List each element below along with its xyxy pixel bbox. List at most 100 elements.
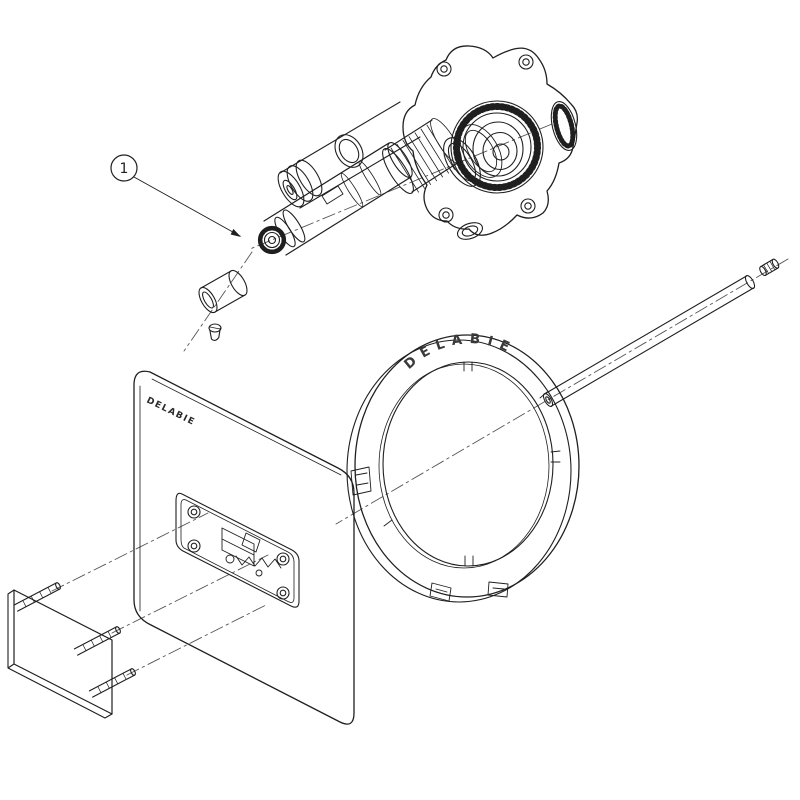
sleeve-end-left bbox=[198, 286, 218, 314]
cartridge-collar-2 bbox=[282, 209, 306, 243]
valve-seat-bore bbox=[492, 143, 510, 161]
ring-outer-back bbox=[346, 339, 572, 603]
ring-brand: DELABIE bbox=[401, 331, 518, 373]
spacer-sleeve bbox=[198, 269, 248, 314]
center-lines bbox=[51, 123, 789, 676]
ring-inner-back bbox=[378, 363, 550, 569]
set-screw-body bbox=[209, 327, 221, 341]
axis-pin-2 bbox=[111, 554, 269, 634]
callout-circle bbox=[110, 154, 138, 182]
valve-knurled-cap bbox=[550, 101, 578, 151]
axis-sleeve-screw bbox=[183, 251, 253, 352]
valve-seat-outer bbox=[472, 121, 524, 177]
cutout-hole-br-bore bbox=[279, 589, 287, 597]
sleeve-edges bbox=[200, 270, 246, 313]
pin-3-thread-hatch bbox=[97, 672, 127, 694]
rod-edges bbox=[543, 275, 755, 407]
o-ring-large-inner bbox=[447, 142, 477, 182]
valve-body-outline bbox=[402, 45, 579, 236]
mechanism-spring bbox=[235, 555, 282, 569]
valve-boss-sw bbox=[438, 207, 454, 223]
o-ring-large-outer bbox=[443, 137, 481, 187]
cartridge-body-edges bbox=[263, 142, 412, 256]
cutout-inner bbox=[180, 499, 295, 603]
pin-3-edges bbox=[88, 668, 136, 698]
wall-plate-bevel bbox=[139, 378, 342, 612]
set-screw-slot bbox=[209, 326, 221, 330]
mechanism-pin bbox=[255, 569, 263, 577]
ring-tab-bottom-2 bbox=[487, 581, 509, 598]
cartridge-groove-1 bbox=[340, 172, 364, 208]
valve-knurled-cap-knurl bbox=[552, 103, 576, 149]
grub-screw-end-left bbox=[759, 265, 767, 277]
mounting-ring: DELABIE bbox=[346, 331, 580, 603]
bracket-pin-1 bbox=[13, 582, 61, 612]
valve-boss-sw-hole bbox=[442, 211, 450, 219]
inlet-tube-tip-bore bbox=[286, 185, 294, 195]
axis-cartridge bbox=[249, 123, 553, 250]
ring-outer-front bbox=[354, 334, 580, 598]
rod-end-right bbox=[744, 275, 756, 289]
bracket-face bbox=[13, 589, 113, 715]
axis-rod-ring bbox=[335, 258, 789, 525]
mechanism-pivot bbox=[225, 554, 235, 564]
cutout-hole-tl-bore bbox=[190, 508, 198, 516]
inlet-tube-edges bbox=[279, 101, 421, 209]
cutout-hole-br bbox=[276, 586, 290, 600]
rod-end-left-hole bbox=[545, 396, 551, 404]
valve-boss-ne-hole bbox=[522, 58, 530, 66]
exploded-diagram: 1 bbox=[7, 45, 789, 725]
cutout-outer bbox=[175, 492, 300, 608]
axis-pin-1 bbox=[51, 512, 209, 592]
collar-edges bbox=[384, 119, 460, 193]
o-ring-small-inner bbox=[338, 138, 360, 164]
valve-boss-nw bbox=[436, 61, 452, 77]
callout-number: 1 bbox=[120, 161, 129, 177]
set-screw-head bbox=[208, 323, 222, 333]
grub-screw-end-right bbox=[771, 258, 780, 269]
collar-end-left bbox=[382, 147, 414, 195]
inlet-tube-rib-3 bbox=[295, 159, 323, 197]
valve-boss-se bbox=[520, 198, 536, 214]
o-ring-large bbox=[443, 124, 503, 187]
cartridge-notch bbox=[321, 185, 344, 205]
cutout-hole-bl bbox=[187, 539, 201, 553]
grub-screw-edges bbox=[759, 258, 779, 276]
valve-bottom-port-bore bbox=[461, 225, 479, 237]
cutout-hole-tl bbox=[187, 505, 201, 519]
mechanism-body bbox=[221, 527, 255, 567]
mechanism-latch bbox=[241, 532, 261, 553]
pin-2-edges bbox=[73, 626, 121, 656]
valve-bottom-port bbox=[456, 222, 484, 240]
cartridge-groove-2 bbox=[358, 160, 382, 196]
inlet-tube bbox=[277, 101, 421, 209]
pin-2-thread-hatch bbox=[82, 630, 112, 652]
wall-plate-brand: DELABIE bbox=[145, 396, 197, 428]
bracket-pin-3 bbox=[88, 668, 136, 698]
callout-1: 1 bbox=[110, 154, 241, 237]
callout-leader-line bbox=[133, 176, 241, 237]
seat-ring-outer bbox=[459, 124, 503, 178]
mounting-bracket bbox=[7, 582, 136, 719]
bracket-thickness bbox=[7, 589, 113, 719]
cutout-hole-bl-bore bbox=[190, 542, 198, 550]
grub-screw-thread-hatch bbox=[763, 261, 775, 274]
cutout-hole-tr-bore bbox=[279, 555, 287, 563]
ring-tab-bottom-1 bbox=[429, 582, 452, 602]
rod-end-left bbox=[542, 393, 554, 407]
pin-2-tip bbox=[115, 626, 121, 634]
valve-boss-se-hole bbox=[524, 202, 532, 210]
axis-pin-3 bbox=[126, 604, 267, 676]
valve-seat-mid bbox=[482, 131, 518, 171]
pin-1-tip bbox=[55, 582, 61, 590]
sleeve-end-right bbox=[228, 269, 248, 297]
wall-plate-outline bbox=[133, 370, 355, 725]
valve-opening-outer bbox=[450, 100, 544, 194]
grub-screw bbox=[759, 258, 780, 277]
collar-thread-hatch bbox=[390, 124, 455, 193]
pin-1-thread-hatch bbox=[22, 586, 52, 608]
inlet-tube-tip bbox=[282, 179, 298, 201]
cutout-hole-tr bbox=[276, 552, 290, 566]
valve-boss-nw-hole bbox=[440, 65, 448, 73]
set-screw-small bbox=[208, 323, 222, 341]
